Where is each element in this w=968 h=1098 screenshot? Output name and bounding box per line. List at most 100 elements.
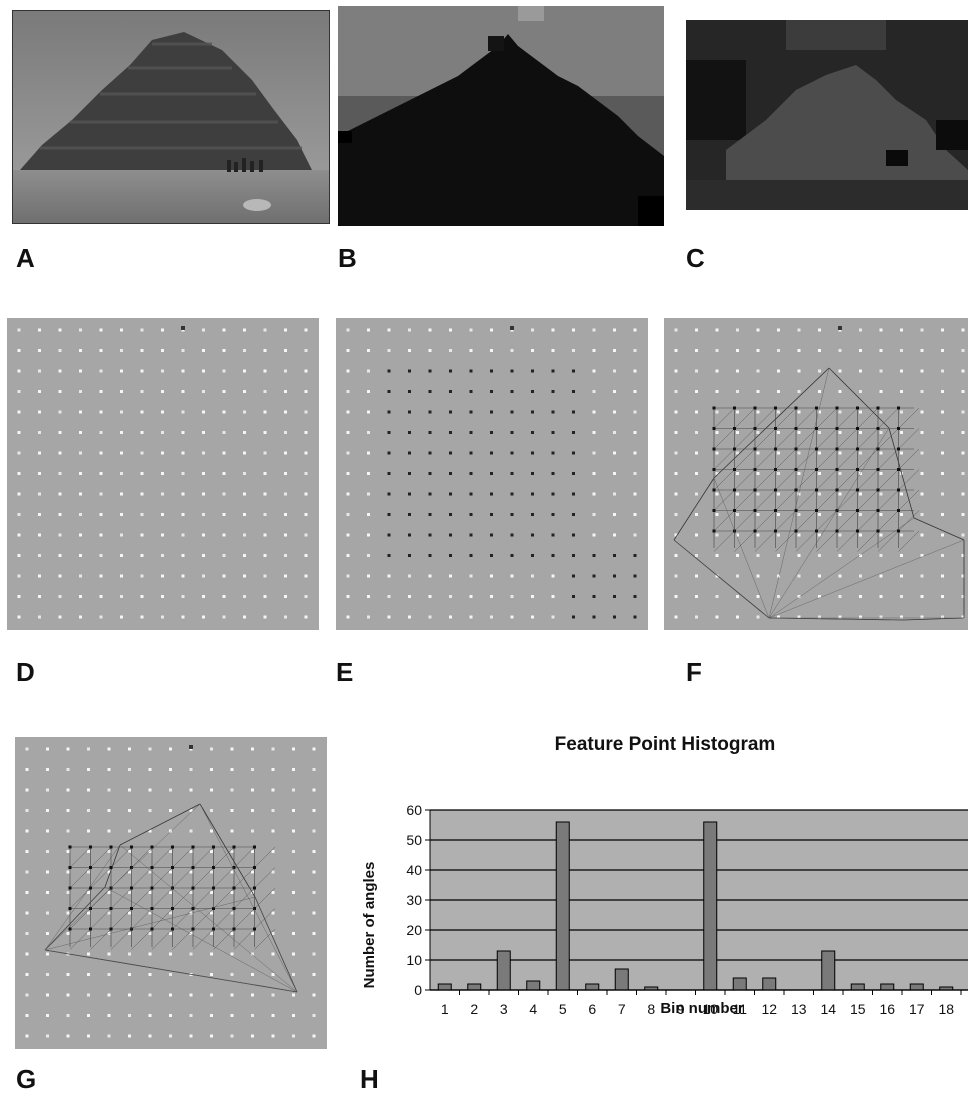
grid-point [387, 390, 391, 393]
grid-point [838, 513, 842, 516]
mesh-edge [898, 469, 920, 491]
mesh-vertex [753, 468, 757, 471]
mesh-edge [199, 803, 298, 993]
grid-point [428, 431, 432, 434]
grid-point [490, 328, 493, 332]
grid-point [756, 431, 760, 434]
grid-point [879, 492, 883, 496]
mesh-edge [713, 530, 735, 552]
grid-point [263, 595, 267, 598]
grid-point [920, 472, 924, 475]
y-tick-label: 0 [414, 982, 422, 998]
grid-point [284, 328, 287, 332]
mesh-vertex [815, 427, 818, 430]
grid-point [469, 472, 473, 475]
grid-point [592, 328, 596, 332]
grid-point [243, 431, 246, 434]
grid-point [736, 574, 739, 578]
mesh-vertex [876, 509, 880, 512]
grid-point [920, 513, 924, 516]
mesh-vertex [733, 427, 736, 430]
mesh-vertex [150, 866, 154, 869]
mesh-vertex [68, 845, 72, 849]
grid-point [222, 369, 226, 373]
grid-point [243, 349, 246, 352]
grid-point [79, 595, 82, 598]
grid-point [387, 472, 391, 475]
grid-point [58, 349, 62, 352]
grid-point [387, 431, 391, 434]
grid-point [161, 595, 164, 598]
grid-point [202, 369, 205, 373]
x-tick-label: 18 [938, 1001, 954, 1017]
grid-point [58, 574, 62, 578]
grid-point [128, 1034, 131, 1038]
grid-point [633, 574, 637, 578]
grid-point [292, 1034, 295, 1038]
mesh-vertex [212, 866, 215, 869]
grid-point [777, 410, 780, 414]
grid-point [181, 554, 185, 557]
grid-point [120, 554, 123, 557]
grid-point [189, 993, 193, 997]
grid-point [408, 369, 411, 373]
mesh-edge [775, 407, 797, 429]
grid-point [312, 911, 316, 915]
grid-point [161, 574, 164, 578]
grid-point [592, 369, 596, 373]
pyramid-photo [12, 10, 330, 224]
grid-point [346, 451, 350, 455]
grid-point [189, 1034, 193, 1038]
mesh-vertex [774, 427, 777, 430]
mesh-vertex [212, 886, 215, 890]
grid-point [312, 993, 316, 997]
grid-point [572, 492, 575, 496]
grid-point [879, 349, 883, 352]
grid-point [510, 472, 514, 475]
grid-point [271, 973, 275, 976]
mesh-vertex [212, 927, 215, 931]
mesh-edge [192, 846, 214, 868]
grid-point [346, 615, 350, 619]
grid-point [38, 513, 41, 516]
grid-point [292, 911, 295, 915]
grid-point [777, 472, 780, 475]
grid-point [230, 809, 234, 812]
grid-point [271, 1034, 275, 1038]
grid-point [572, 451, 575, 455]
grid-point [58, 513, 62, 516]
grid-point [79, 615, 82, 619]
grid-point [941, 533, 944, 537]
grid-points [346, 326, 637, 619]
panel-h-histogram: Feature Point Histogram Number of angles… [350, 725, 968, 1055]
grid-point [271, 788, 275, 792]
grid-point [271, 1014, 275, 1017]
grid-point [387, 513, 391, 516]
grid-point [128, 768, 131, 771]
grid-point [107, 993, 111, 997]
grid-point [777, 554, 780, 557]
grid-point [428, 410, 432, 414]
grid-point [818, 349, 821, 352]
grid-point [695, 554, 698, 557]
grid-point [531, 472, 534, 475]
grid-point [674, 328, 678, 332]
grid-point [449, 390, 452, 393]
grid-point [46, 952, 49, 956]
grid-point [838, 595, 842, 598]
grid-point [284, 431, 287, 434]
grid-point [230, 829, 234, 833]
grid-point [99, 349, 103, 352]
grid-point [469, 554, 473, 557]
mesh-vertex [753, 529, 757, 533]
mesh-edge [754, 469, 776, 491]
mesh-vertex [835, 406, 839, 410]
grid-point [941, 574, 944, 578]
mesh-vertex [856, 509, 859, 512]
grid-point [169, 870, 172, 874]
grid-point [222, 451, 226, 455]
mesh-edge [898, 448, 920, 470]
mesh-vertex [856, 427, 859, 430]
mesh-edge [44, 949, 298, 993]
grid-point [38, 369, 41, 373]
